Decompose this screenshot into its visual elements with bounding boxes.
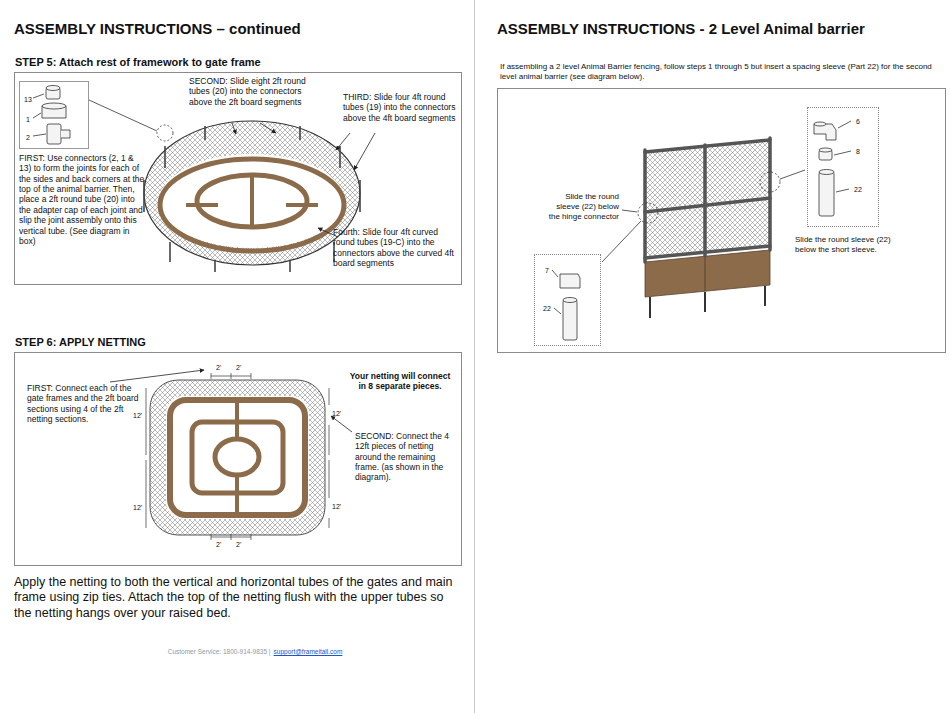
body-paragraph: Apply the netting to both the vertical a… <box>14 575 459 621</box>
step-panel: STEP 5: Attach rest of framework to gate… <box>14 72 462 285</box>
callout-text: SECOND: Connect the 4 12ft pieces of net… <box>355 431 457 483</box>
callout-text: FIRST: Connect each of the gate frames a… <box>27 383 139 424</box>
body-paragraph: If assembling a 2 level Animal Barrier f… <box>500 62 940 82</box>
callout-number: 6 <box>856 118 860 127</box>
dimension: 2' <box>216 364 221 373</box>
fence-panel-drawing <box>602 138 805 318</box>
dimension: 12' <box>133 504 142 513</box>
parts-inset: 6 8 22 <box>807 107 879 227</box>
callout-number: 2 <box>26 134 30 143</box>
page-title: ASSEMBLY INSTRUCTIONS - 2 Level Animal b… <box>497 20 865 38</box>
footer-text: Customer Service: 1800-914-9835 | <box>168 648 271 655</box>
callout-text: Slide the round sleeve (22) below the hi… <box>543 192 619 221</box>
parts-inset: 7 22 <box>534 254 601 346</box>
footer-line: Customer Service: 1800-914-9835 |support… <box>0 648 510 655</box>
step-heading: STEP 5: Attach rest of framework to gate… <box>15 56 455 69</box>
step-panel: STEP 6: APPLY NETTINGFIRST: Connect each… <box>14 352 462 566</box>
dimension: 12' <box>133 412 142 421</box>
netting-plan <box>110 370 352 540</box>
callout-text: SECOND: Slide eight 2ft round tubes (20)… <box>189 76 309 107</box>
dimension: 2' <box>236 364 241 373</box>
step-heading: STEP 6: APPLY NETTING <box>15 336 455 349</box>
dimension: 12' <box>332 503 341 512</box>
footer-link: support@frameitall.com <box>274 648 343 655</box>
callout-number: 22 <box>543 305 551 314</box>
callout-text: Fourth: Slide four 4ft curved round tube… <box>333 227 459 268</box>
connector-parts <box>33 86 70 145</box>
callout-number: 13 <box>24 96 32 105</box>
parts-inset: 13 1 2 <box>19 81 89 149</box>
callout-number: 7 <box>545 267 549 276</box>
dimension: 2' <box>216 541 221 550</box>
dimension: 2' <box>236 541 241 550</box>
page-title: ASSEMBLY INSTRUCTIONS – continued <box>14 20 301 38</box>
callout-number: 8 <box>856 148 860 157</box>
callout-number: 22 <box>854 186 862 195</box>
callout-text: THIRD: Slide four 4ft round tubes (19) i… <box>343 92 459 123</box>
callout-text: Slide the round sleeve (22) below the sh… <box>795 235 907 255</box>
diagram-panel: Slide the round sleeve (22) below the hi… <box>497 88 946 353</box>
callout-number: 1 <box>26 116 30 125</box>
callout-text: FIRST: Use connectors (2, 1 & 13) to for… <box>19 153 147 246</box>
note-text: Your netting will connect in 8 separate … <box>345 371 455 392</box>
dimension: 12' <box>332 410 341 419</box>
